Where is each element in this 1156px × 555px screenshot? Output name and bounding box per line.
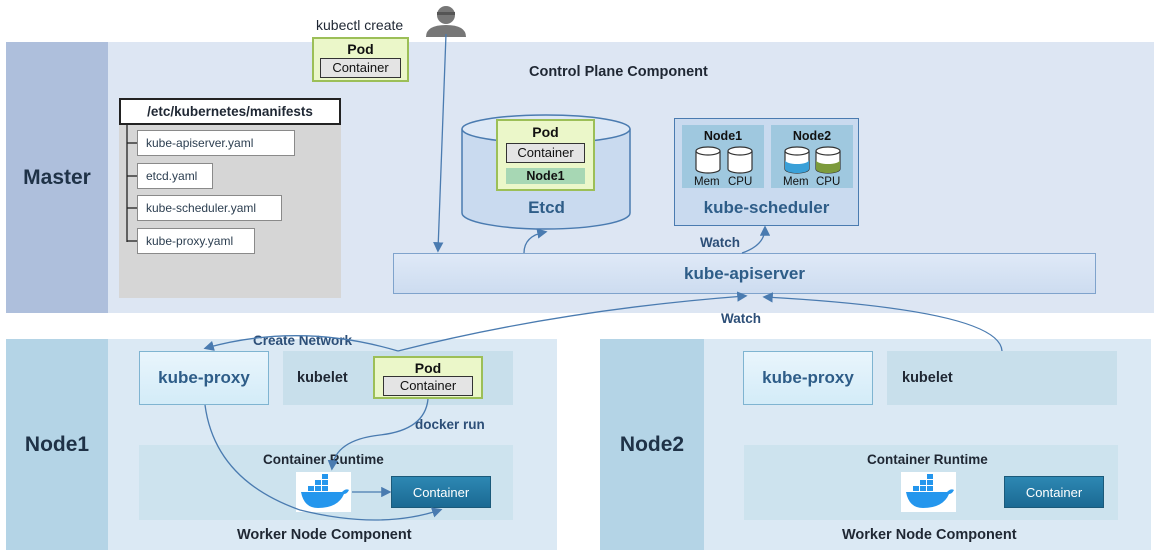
manifest-file: kube-scheduler.yaml (137, 195, 282, 221)
kubelet-label: kubelet (902, 370, 953, 386)
master-label: Master (6, 42, 108, 313)
container-runtime-label: Container Runtime (867, 452, 988, 467)
manifest-file: kube-apiserver.yaml (137, 130, 295, 156)
kube-proxy-box: kube-proxy (139, 351, 269, 405)
kubelet-box (887, 351, 1117, 405)
master-pod: Pod Container (312, 37, 409, 82)
pod-container: Container (383, 376, 473, 396)
kube-scheduler-label: kube-scheduler (703, 198, 830, 217)
kubectl-command-label: kubectl create (316, 17, 404, 33)
cpu-label: CPU (816, 176, 841, 188)
container-runtime-label: Container Runtime (263, 452, 384, 467)
etcd-label: Etcd (528, 198, 565, 217)
kube-proxy-box: kube-proxy (743, 351, 873, 405)
worker-node-label: Worker Node Component (237, 527, 412, 543)
create-network-label: Create Network (253, 333, 353, 348)
pod-container: Container (506, 143, 585, 163)
kubelet-label: kubelet (297, 370, 348, 386)
container-box: Container (1004, 476, 1104, 508)
cpu-label: CPU (728, 176, 753, 188)
worker-node-label: Worker Node Component (842, 527, 1017, 543)
manifests-dir: /etc/kubernetes/manifests (119, 98, 341, 125)
pod-title: Pod (532, 124, 559, 140)
docker-icon (296, 472, 351, 512)
node1-label: Node1 (6, 339, 108, 550)
docker-icon (901, 472, 956, 512)
cpu-icon (815, 146, 841, 174)
memory-icon (784, 146, 810, 174)
node1-pod: Pod Container (373, 356, 483, 399)
user-icon (426, 6, 466, 37)
pod-title: Pod (347, 41, 374, 57)
etcd-pod: Pod Container Node1 (496, 119, 595, 191)
control-plane-title: Control Plane Component (529, 64, 708, 80)
pod-title: Pod (414, 360, 442, 376)
watch-label: Watch (721, 311, 761, 326)
cpu-icon (727, 146, 753, 174)
manifest-file: kube-proxy.yaml (137, 228, 255, 254)
scheduler-node-name: Node1 (703, 129, 743, 143)
kube-apiserver-box: kube-apiserver (393, 253, 1096, 294)
memory-icon (695, 146, 721, 174)
mem-label: Mem (694, 176, 720, 188)
node2-label: Node2 (600, 339, 704, 550)
manifest-file: etcd.yaml (137, 163, 213, 189)
pod-node-tag: Node1 (506, 168, 585, 184)
container-box: Container (391, 476, 491, 508)
watch-label: Watch (700, 235, 740, 250)
pod-container: Container (320, 58, 401, 78)
mem-label: Mem (783, 176, 809, 188)
docker-run-label: docker run (415, 417, 485, 432)
scheduler-node-name: Node2 (792, 129, 832, 143)
